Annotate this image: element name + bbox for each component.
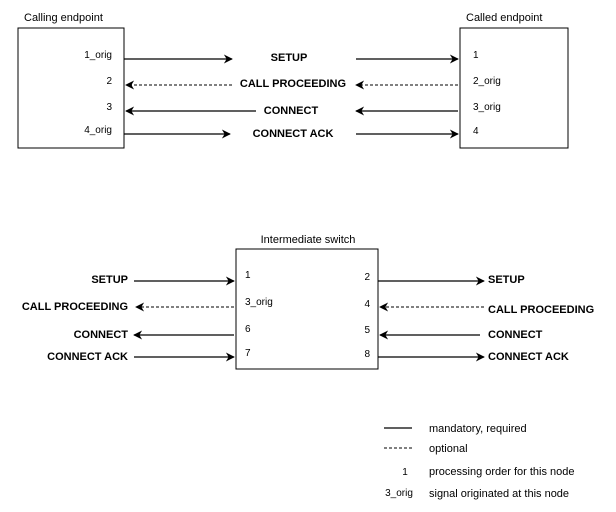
switch-in-num-4: 7 xyxy=(245,348,251,359)
switch-title: Intermediate switch xyxy=(261,234,356,246)
switch-in-num-1: 1 xyxy=(245,270,251,281)
top-signal-connect-ack: CONNECT ACK xyxy=(253,128,334,140)
legend-orig-symbol: 3_orig xyxy=(385,488,413,499)
switch-out-num-4: 8 xyxy=(364,349,370,360)
calling-endpoint-title: Calling endpoint xyxy=(24,12,103,24)
switch-out-num-1: 2 xyxy=(364,272,370,283)
switch-right-signal-call-proceeding: CALL PROCEEDING xyxy=(488,304,594,316)
switch-in-num-2: 3_orig xyxy=(245,297,273,308)
switch-right-signal-connect: CONNECT xyxy=(488,329,543,341)
switch-out-num-2: 4 xyxy=(364,299,370,310)
legend-order-symbol: 1 xyxy=(402,467,408,478)
called-num-4: 4 xyxy=(473,126,479,137)
switch-in-num-3: 6 xyxy=(245,324,251,335)
calling-endpoint-box xyxy=(17,27,125,149)
legend-mandatory-text: mandatory, required xyxy=(429,423,527,435)
calling-num-4: 4_orig xyxy=(84,125,112,136)
switch-left-signal-call-proceeding: CALL PROCEEDING xyxy=(22,301,128,313)
calling-num-3: 3 xyxy=(106,102,112,113)
called-num-3: 3_orig xyxy=(473,102,501,113)
legend-order-text: processing order for this node xyxy=(429,466,575,478)
top-signal-setup: SETUP xyxy=(271,52,308,64)
legend-orig-text: signal originated at this node xyxy=(429,488,569,500)
switch-right-signal-setup: SETUP xyxy=(488,274,525,286)
called-num-2: 2_orig xyxy=(473,76,501,87)
switch-left-signal-setup: SETUP xyxy=(91,274,128,286)
switch-out-num-3: 5 xyxy=(364,325,370,336)
called-num-1: 1 xyxy=(473,50,479,61)
switch-left-signal-connect-ack: CONNECT ACK xyxy=(47,351,128,363)
called-endpoint-box xyxy=(459,27,569,149)
top-signal-connect: CONNECT xyxy=(264,105,319,117)
top-signal-call-proceeding: CALL PROCEEDING xyxy=(240,78,346,90)
calling-num-1: 1_orig xyxy=(84,50,112,61)
calling-num-2: 2 xyxy=(106,76,112,87)
legend-optional-text: optional xyxy=(429,443,468,455)
switch-box xyxy=(235,248,379,370)
switch-right-signal-connect-ack: CONNECT ACK xyxy=(488,351,569,363)
called-endpoint-title: Called endpoint xyxy=(466,12,542,24)
switch-left-signal-connect: CONNECT xyxy=(74,329,129,341)
